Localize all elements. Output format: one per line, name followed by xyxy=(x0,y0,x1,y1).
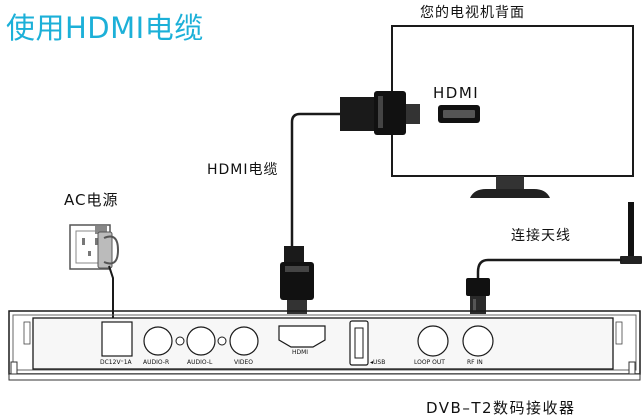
dc-power-port xyxy=(101,321,133,357)
video-label: VIDEO xyxy=(234,359,254,366)
rf-in-jack xyxy=(462,325,494,357)
usb-port-inner xyxy=(354,327,364,359)
tv-back-label: 您的电视机背面 xyxy=(420,5,525,21)
tv-hdmi-label: HDMI xyxy=(433,84,480,102)
audio-r-label: AUDIO-R xyxy=(143,359,170,366)
rf-in-label: RF IN xyxy=(467,359,483,366)
video-jack xyxy=(229,326,259,356)
ac-adapter xyxy=(95,226,120,269)
ac-power-cable xyxy=(108,265,114,322)
receiver-label: DVB–T2数码接收器 xyxy=(426,399,576,417)
loop-out-jack xyxy=(417,325,449,357)
dc-port-label: DC12V⁼1A xyxy=(100,359,132,366)
hdmi-port-label: HDMI xyxy=(292,349,309,356)
ac-power-label: AC电源 xyxy=(64,191,119,209)
hdmi-plug-receiver xyxy=(280,246,314,314)
hdmi-plug-tv xyxy=(340,91,420,135)
tv-screen-back xyxy=(391,25,634,177)
audio-l-jack xyxy=(186,326,216,356)
hdmi-cable-line xyxy=(290,112,340,246)
rf-plug xyxy=(466,278,490,314)
page-title: 使用HDMI电缆 xyxy=(6,11,204,45)
usb-label: ◂USB xyxy=(370,359,386,366)
audio-r-jack xyxy=(143,326,173,356)
tv-stand-base xyxy=(470,189,550,198)
hdmi-cable-label: HDMI电缆 xyxy=(207,162,279,178)
loop-out-label: LOOP OUT xyxy=(414,359,445,366)
hdmi-port xyxy=(278,325,326,348)
connect-antenna-label: 连接天线 xyxy=(511,228,571,244)
screw-icon xyxy=(217,336,227,346)
audio-l-label: AUDIO-L xyxy=(187,359,213,366)
tv-stand-neck xyxy=(496,176,524,190)
antenna-cable xyxy=(476,258,622,280)
tv-hdmi-port-inner xyxy=(443,110,475,118)
screw-icon xyxy=(175,336,185,346)
antenna xyxy=(620,202,642,264)
